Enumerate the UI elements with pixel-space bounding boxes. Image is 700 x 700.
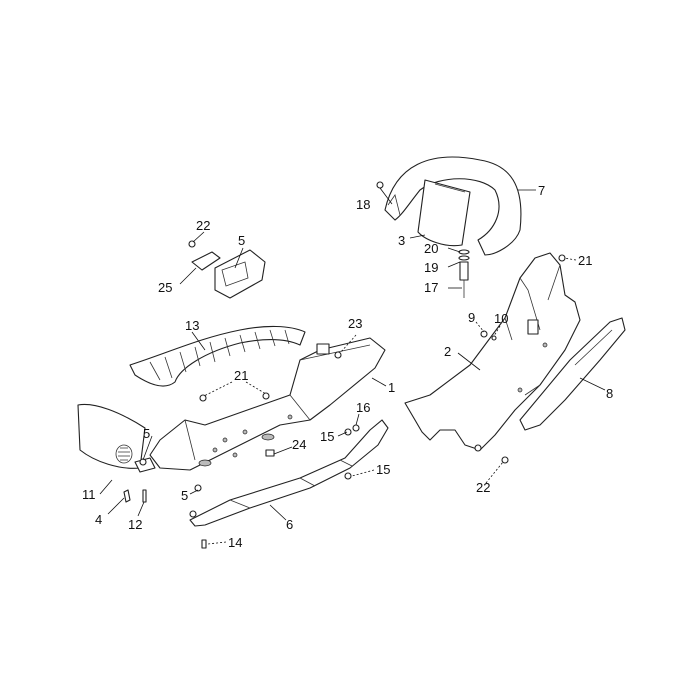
part-2-side-cover: [404, 252, 581, 451]
callout-8: 8: [606, 386, 613, 401]
callout-6: 6: [286, 517, 293, 532]
callout-16: 16: [356, 400, 370, 415]
callout-12: 12: [128, 517, 142, 532]
callout-5-lower: 5: [181, 488, 188, 503]
callout-5-top: 5: [238, 233, 245, 248]
callout-2: 2: [444, 344, 451, 359]
callout-22-bottom: 22: [476, 480, 490, 495]
part-3-inner-panel: [417, 179, 471, 247]
callout-20: 20: [424, 241, 438, 256]
callout-10: 10: [494, 311, 508, 326]
part-25-bracket: [191, 249, 266, 299]
callout-3: 3: [398, 233, 405, 248]
callout-1: 1: [388, 380, 395, 395]
fasteners: [123, 181, 566, 549]
part-6-lower-side-rail: [189, 419, 389, 527]
callout-21-mid: 21: [234, 368, 248, 383]
part-13-floor-mat: [129, 325, 306, 387]
callout-9: 9: [468, 310, 475, 325]
callout-23: 23: [348, 316, 362, 331]
callout-18: 18: [356, 197, 370, 212]
part-8-side-trim: [519, 317, 626, 431]
callout-7: 7: [538, 183, 545, 198]
callout-labels: 1 2 3 4 5 5 5 6 7 8 9 10 11 12 13 14 15 …: [82, 183, 613, 550]
callout-22-top: 22: [196, 218, 210, 233]
part-1-floor-panel: [149, 337, 386, 471]
callout-15-upper: 15: [320, 429, 334, 444]
callout-17: 17: [424, 280, 438, 295]
callout-13: 13: [185, 318, 199, 333]
callout-14: 14: [228, 535, 242, 550]
callout-21-right: 21: [578, 253, 592, 268]
callout-19: 19: [424, 260, 438, 275]
callout-25: 25: [158, 280, 172, 295]
callout-5-left: 5: [143, 426, 150, 441]
callout-4: 4: [95, 512, 102, 527]
callout-24: 24: [292, 437, 306, 452]
callout-11: 11: [82, 487, 96, 502]
leader-lines: [99, 187, 606, 545]
callout-15-lower: 15: [376, 462, 390, 477]
